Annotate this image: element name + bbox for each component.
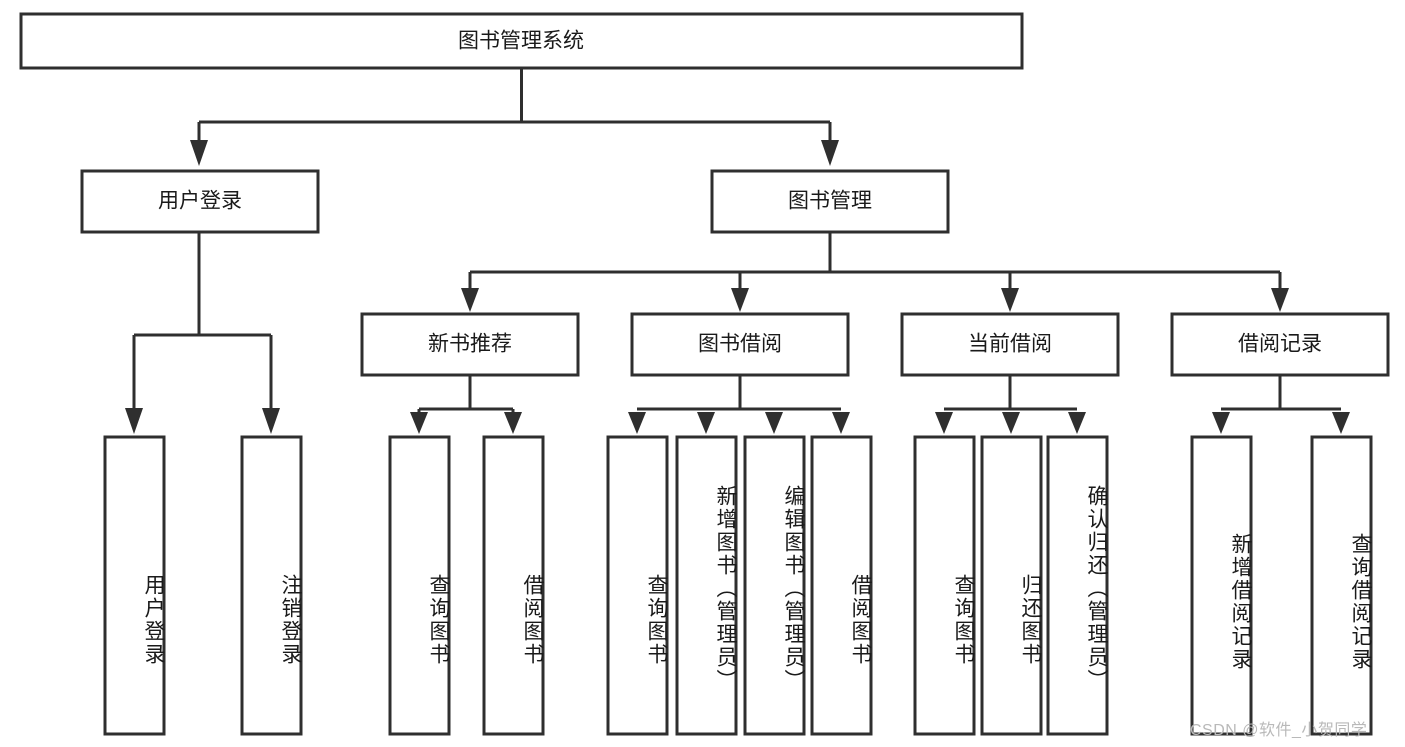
arrow-head-current-leaf-3 [1068, 412, 1086, 434]
node-borrow-record-box[interactable] [1170, 312, 1390, 377]
leaf-box-current-1[interactable] [913, 435, 976, 736]
node-user-login[interactable]: 用户登录 [80, 169, 320, 234]
connector-group-new-book [410, 375, 522, 434]
leaf-box-record-2[interactable] [1310, 435, 1373, 736]
leaf-box-user-login-1[interactable] [103, 435, 166, 736]
node-borrow-record[interactable]: 借阅记录 [1170, 312, 1390, 377]
node-new-book-recommend-box[interactable] [360, 312, 580, 377]
node-new-book-recommend[interactable]: 新书推荐 [360, 312, 580, 377]
connector-group-record [1212, 375, 1350, 434]
node-book-borrow[interactable]: 图书借阅 [630, 312, 850, 377]
leaf-box-borrow-4[interactable] [810, 435, 873, 736]
connector-group-current [935, 375, 1086, 434]
leaf-box-current-3[interactable] [1046, 435, 1109, 736]
connector-group-root [190, 68, 839, 166]
node-root-system[interactable]: 图书管理系统 [19, 12, 1024, 70]
leaf-box-user-login-2[interactable] [240, 435, 303, 736]
arrow-head-newbook-leaf-1 [410, 412, 428, 434]
arrow-head-record-leaf-2 [1332, 412, 1350, 434]
leaf-box-new-book-1[interactable] [388, 435, 451, 736]
arrow-head-borrow-leaf-4 [832, 412, 850, 434]
leaf-box-current-2[interactable] [980, 435, 1043, 736]
arrow-head-borrow-leaf-3 [765, 412, 783, 434]
leaf-box-borrow-3[interactable] [743, 435, 806, 736]
leaf-box-new-book-2[interactable] [482, 435, 545, 736]
connector-group-borrow [628, 375, 850, 434]
node-book-manage-label: 图书管理 [788, 190, 872, 213]
arrow-head-record-leaf-1 [1212, 412, 1230, 434]
arrow-head-borrow [731, 288, 749, 312]
arrow-head-new-book [461, 288, 479, 312]
arrow-head-borrow-leaf-1 [628, 412, 646, 434]
arrow-head-leaf-user-1 [125, 408, 143, 434]
arrow-head-book-manage [821, 140, 839, 166]
node-new-book-recommend-label: 新书推荐 [428, 333, 512, 356]
node-root-system-box[interactable] [19, 12, 1024, 70]
arrow-head-leaf-user-2 [262, 408, 280, 434]
arrow-head-current-leaf-1 [935, 412, 953, 434]
node-current-borrow[interactable]: 当前借阅 [900, 312, 1120, 377]
node-book-manage[interactable]: 图书管理 [710, 169, 950, 234]
arrow-head-current-leaf-2 [1002, 412, 1020, 434]
arrow-head-newbook-leaf-2 [504, 412, 522, 434]
node-borrow-record-label: 借阅记录 [1238, 333, 1322, 356]
connector-group-book-manage [461, 232, 1289, 312]
leaf-box-record-1[interactable] [1190, 435, 1253, 736]
arrow-head-borrow-leaf-2 [697, 412, 715, 434]
node-user-login-box[interactable] [80, 169, 320, 234]
arrow-head-record [1271, 288, 1289, 312]
node-user-login-label: 用户登录 [158, 190, 242, 213]
node-book-manage-box[interactable] [710, 169, 950, 234]
node-book-borrow-box[interactable] [630, 312, 850, 377]
leaf-box-borrow-2[interactable] [675, 435, 738, 736]
arrow-head-user-login [190, 140, 208, 166]
csdn-watermark: CSDN @软件_小贺同学 [1190, 722, 1368, 739]
connector-group-user-login [125, 232, 280, 434]
node-root-system-label: 图书管理系统 [458, 30, 584, 53]
leaf-box-borrow-1[interactable] [606, 435, 669, 736]
arrow-head-current [1001, 288, 1019, 312]
node-book-borrow-label: 图书借阅 [698, 333, 782, 356]
node-current-borrow-label: 当前借阅 [968, 333, 1052, 356]
node-current-borrow-box[interactable] [900, 312, 1120, 377]
